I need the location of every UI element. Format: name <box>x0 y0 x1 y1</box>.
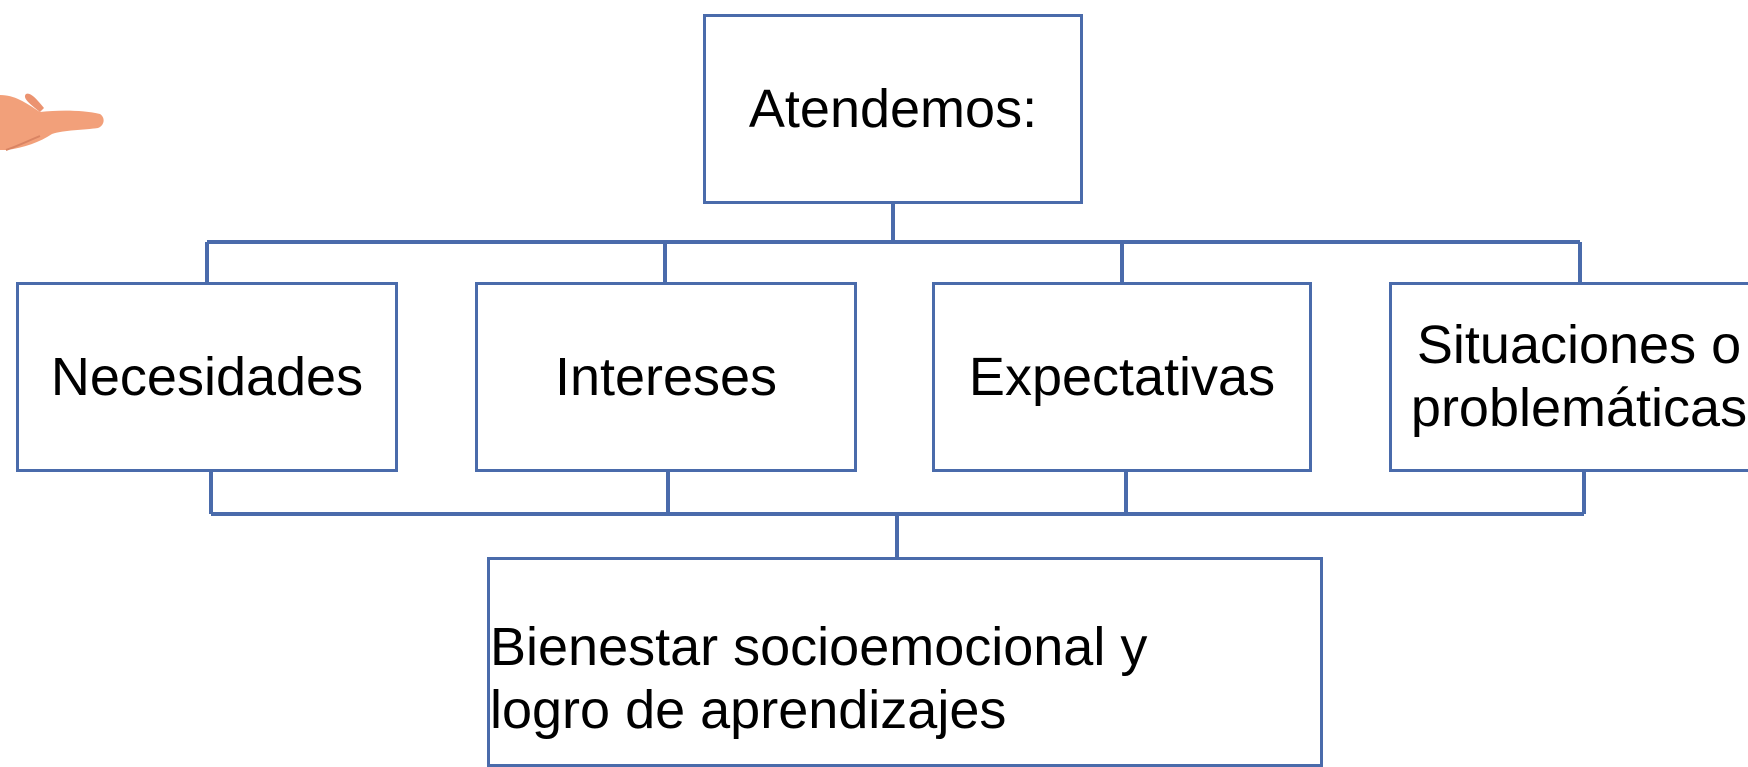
middle-box-label: Expectativas <box>968 346 1276 407</box>
middle-box-label: Intereses <box>554 346 778 407</box>
bottom-box-label-line1: Bienestar socioemocional y <box>490 617 1148 678</box>
middle-box-expectativas: Expectativas <box>932 282 1312 472</box>
bottom-box-label-line2: logro de aprendizajes <box>490 680 1007 740</box>
middle-box-label-line1: Situaciones o <box>1416 315 1742 376</box>
middle-box-intereses: Intereses <box>475 282 857 472</box>
pointing-hand-icon <box>0 93 104 151</box>
middle-box-label: Necesidades <box>50 346 364 407</box>
bottom-box: Bienestar socioemocional y logro de apre… <box>487 557 1323 767</box>
middle-box-label-line2: problemáticas <box>1410 378 1748 438</box>
top-box-label: Atendemos: <box>748 78 1038 139</box>
connector-lines <box>0 93 1586 557</box>
middle-box-necesidades: Necesidades <box>16 282 398 472</box>
flow-diagram: Atendemos: Necesidades Intereses Expecta… <box>0 14 1748 767</box>
middle-box-situaciones: Situaciones o problemáticas <box>1389 282 1748 472</box>
bottom-connectors <box>209 472 1586 557</box>
top-connectors <box>205 204 1582 282</box>
top-box: Atendemos: <box>703 14 1083 204</box>
